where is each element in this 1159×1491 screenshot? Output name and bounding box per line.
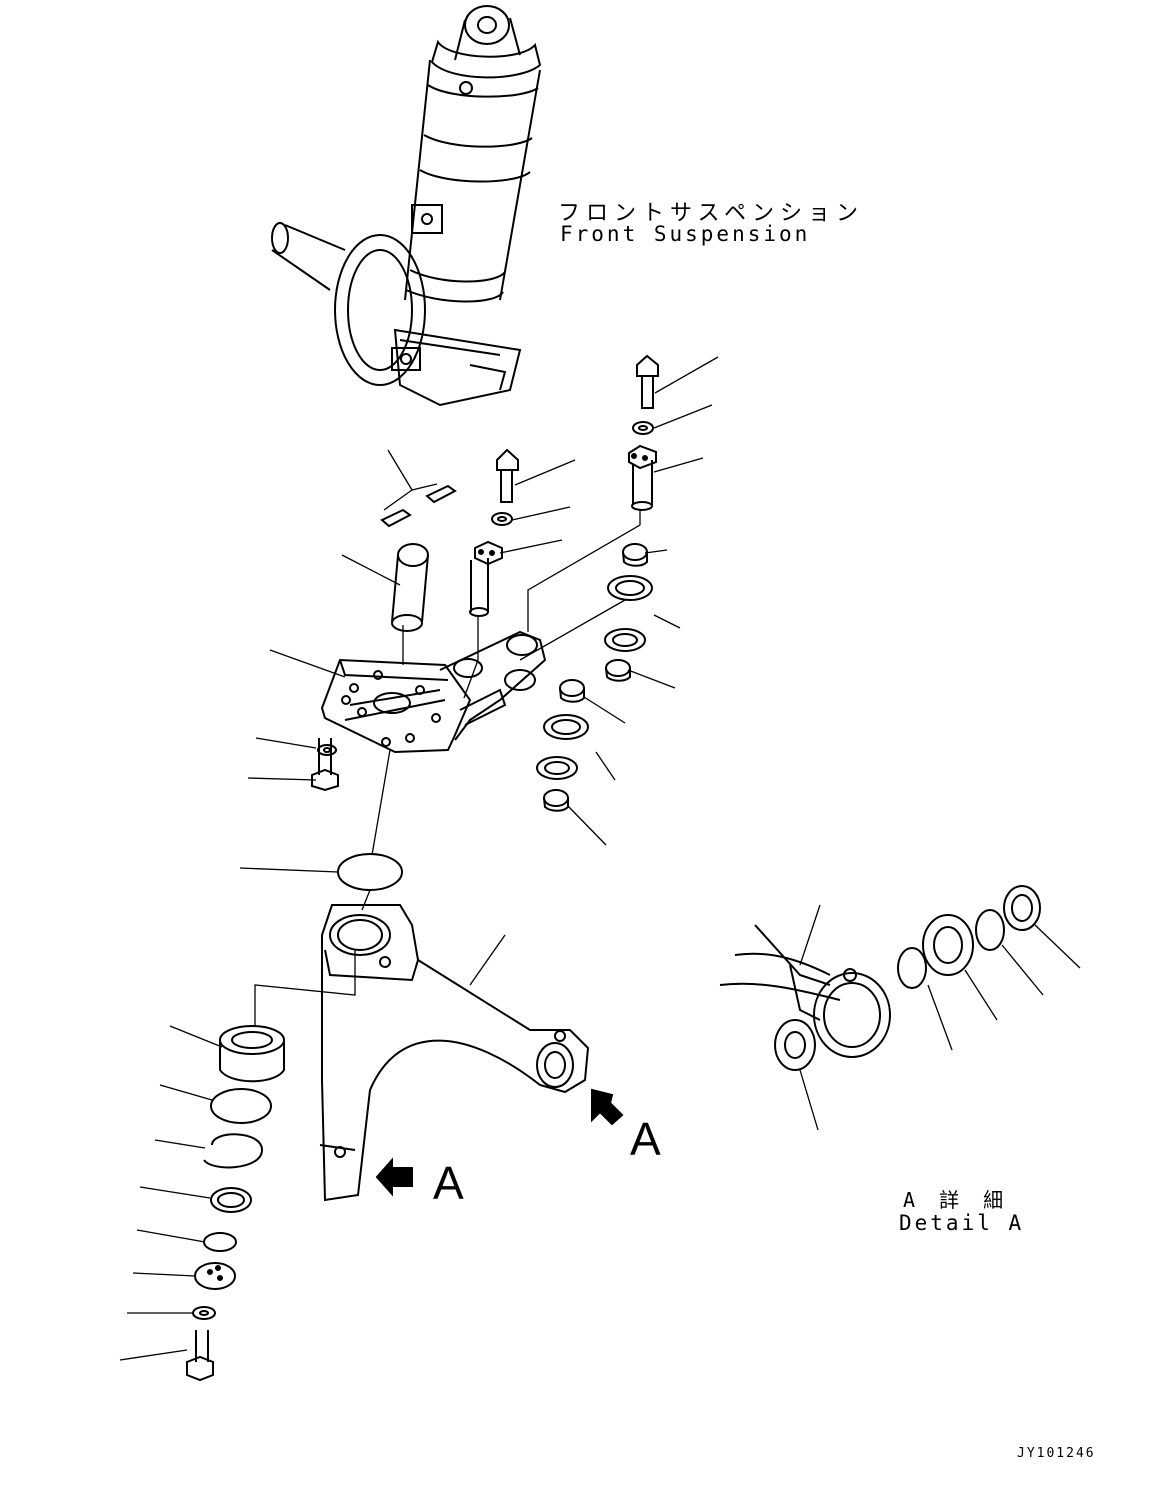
right-bolt-stack	[628, 354, 659, 511]
detail-a-label-en: Detail A	[899, 1211, 1025, 1235]
bushing-set-upper	[604, 543, 653, 682]
steering-plate	[320, 630, 547, 754]
detail-a-label-jp: A 詳 細	[903, 1188, 1010, 1212]
front-suspension-label-en: Front Suspension	[560, 222, 811, 246]
detail-a-view	[719, 885, 1041, 1071]
king-pin	[391, 543, 429, 632]
view-arrow-right-icon	[591, 1088, 624, 1126]
left-washer-bolt	[311, 738, 339, 792]
leader-lines	[119, 356, 1081, 1361]
knuckle-arm	[319, 904, 590, 1202]
middle-bolt-stack	[469, 448, 519, 617]
o-ring-upper	[337, 853, 403, 891]
view-arrow-left-icon	[375, 1157, 413, 1197]
left-bearing-stack	[186, 1025, 285, 1382]
bushing-set-lower	[536, 679, 589, 812]
drawing-code: JY101246	[1017, 1446, 1096, 1461]
front-suspension-label-jp: フロントサスペンション	[558, 201, 865, 226]
key-pair	[380, 484, 457, 528]
assembly-lines	[254, 510, 641, 1025]
front-suspension-assembly	[271, 5, 542, 407]
view-marker-a-left: A	[433, 1157, 464, 1209]
view-marker-a-right: A	[630, 1113, 661, 1165]
